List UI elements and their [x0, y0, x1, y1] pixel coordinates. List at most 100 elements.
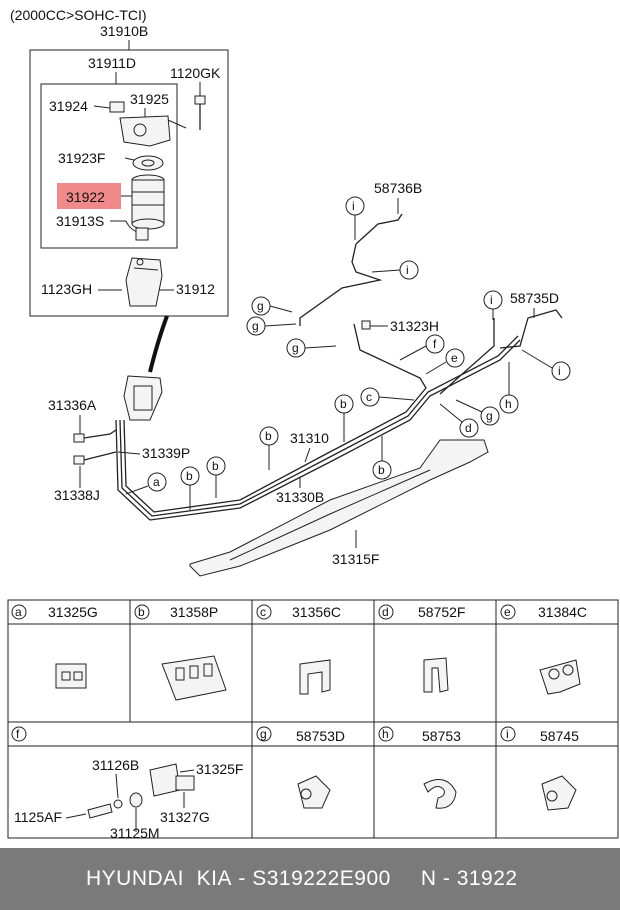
callout-a: a [125, 472, 167, 495]
callout-g-1: g [251, 296, 293, 316]
svg-text:h: h [505, 397, 512, 411]
callout-b-1: b [334, 394, 354, 442]
svg-text:b: b [265, 429, 272, 443]
legend-code-h: 58753 [422, 728, 461, 744]
clip-58753-drawing [423, 779, 457, 809]
n-value: 31922 [456, 867, 518, 890]
svg-text:b: b [340, 397, 347, 411]
svg-text:f: f [433, 337, 437, 351]
part-label-31310: 31310 [290, 430, 329, 446]
footer-separator-2: - [436, 867, 457, 890]
callout-i-3: i [483, 290, 503, 320]
vapor-line-right [439, 309, 563, 395]
svg-text:c: c [366, 390, 372, 404]
assembly-leader-arrow [148, 315, 169, 373]
callout-i-1: i [345, 196, 365, 240]
legend-cell-g: g 58753D [256, 726, 345, 809]
svg-text:i: i [406, 263, 409, 277]
bolt-1120GK-drawing [194, 95, 206, 130]
callout-c: c [360, 387, 415, 407]
engine-spec-note: (2000CC>SOHC-TCI) [10, 7, 147, 23]
part-label-31922: 31922 [66, 189, 105, 205]
fuel-line-bundle [115, 323, 521, 521]
legend-cell-f: f 31126B 31325F 1125AF 31125M 31327G [11, 726, 243, 841]
seal-ring-drawing [132, 155, 164, 171]
legend-code-b: 31358P [170, 604, 218, 620]
part-label-1120GK: 1120GK [170, 65, 221, 81]
svg-text:i: i [558, 364, 561, 378]
legend-code-d: 58752F [418, 604, 465, 620]
callout-f: f [399, 334, 445, 361]
legend-cell-i: i 58745 [500, 726, 579, 811]
parts-diagram: .ln { stroke:#222; stroke-width:1; fill:… [7, 7, 619, 841]
part-label-31323H: 31323H [390, 318, 439, 334]
bracket-kit-drawing [65, 763, 195, 832]
svg-text:a: a [153, 475, 160, 489]
part-label-31325F: 31325F [196, 761, 243, 777]
water-sensor-drawing [125, 220, 149, 241]
callout-g-3: g [286, 338, 337, 358]
legend-code-c: 31356C [292, 604, 341, 620]
vapor-line-upper [299, 213, 403, 326]
grommet-58753D-drawing [297, 775, 331, 809]
filter-bracket-drawing [125, 257, 163, 307]
callout-b-4: b [206, 456, 226, 498]
legend-cell-c: c 31356C [256, 604, 341, 695]
legend-table [7, 599, 619, 839]
part-label-31925: 31925 [130, 91, 169, 107]
part-label-31913S: 31913S [56, 213, 104, 229]
legend-code-g: 58753D [296, 728, 345, 744]
svg-text:i: i [506, 727, 509, 741]
footer-separator-1: - [232, 867, 253, 890]
legend-code-a: 31325G [48, 604, 98, 620]
svg-text:g: g [260, 727, 267, 741]
svg-text:b: b [212, 459, 219, 473]
svg-text:g: g [486, 409, 493, 423]
part-label-1125AF: 1125AF [14, 809, 62, 825]
part-label-31327G: 31327G [160, 809, 210, 825]
grommet-58745-drawing [541, 775, 577, 811]
part-label-31336A: 31336A [48, 397, 97, 413]
legend-code-e: 31384C [538, 604, 587, 620]
svg-text:g: g [257, 299, 264, 313]
legend-code-i: 58745 [540, 728, 579, 744]
part-label-31339P: 31339P [142, 445, 190, 461]
part-label-31125M: 31125M [110, 825, 160, 841]
n-label: N [420, 867, 437, 890]
legend-cell-d: d 58752F [378, 604, 465, 693]
clip-31356C-drawing [299, 659, 331, 695]
highlighted-part-31922 [57, 183, 121, 209]
part-label-31330B: 31330B [276, 489, 324, 505]
clip-31384C-drawing [539, 659, 581, 695]
callout-b-5: b [180, 466, 200, 510]
callout-i-4: i [521, 349, 571, 381]
legend-cell-h: h 58753 [378, 726, 461, 809]
svg-text:e: e [504, 605, 511, 619]
svg-text:b: b [186, 469, 193, 483]
callout-g-4: g [455, 399, 500, 426]
svg-text:g: g [252, 319, 259, 333]
svg-text:g: g [292, 341, 299, 355]
callout-d: d [439, 403, 479, 438]
oem-part-number: S319222E900 [252, 867, 391, 890]
svg-text:i: i [352, 199, 355, 213]
legend-cell-a: a 31325G [11, 604, 98, 689]
legend-cell-b: b 31358P [134, 604, 227, 701]
callout-h: h [499, 362, 519, 414]
callout-e: e [425, 348, 465, 375]
filter-sub-assembly-box [40, 83, 178, 249]
svg-text:h: h [382, 727, 389, 741]
part-label-58736B: 58736B [374, 180, 422, 196]
part-label-31911D: 31911D [88, 55, 136, 71]
svg-text:d: d [382, 605, 389, 619]
callout-b-3: b [259, 426, 279, 470]
svg-text:f: f [16, 727, 20, 741]
part-label-31315F: 31315F [332, 551, 379, 567]
filter-head-drawing [109, 101, 187, 147]
callout-i-2: i [371, 260, 419, 280]
part-label-31912: 31912 [176, 281, 215, 297]
clip-31325G-drawing [55, 663, 87, 689]
connector-31323H [361, 320, 371, 330]
